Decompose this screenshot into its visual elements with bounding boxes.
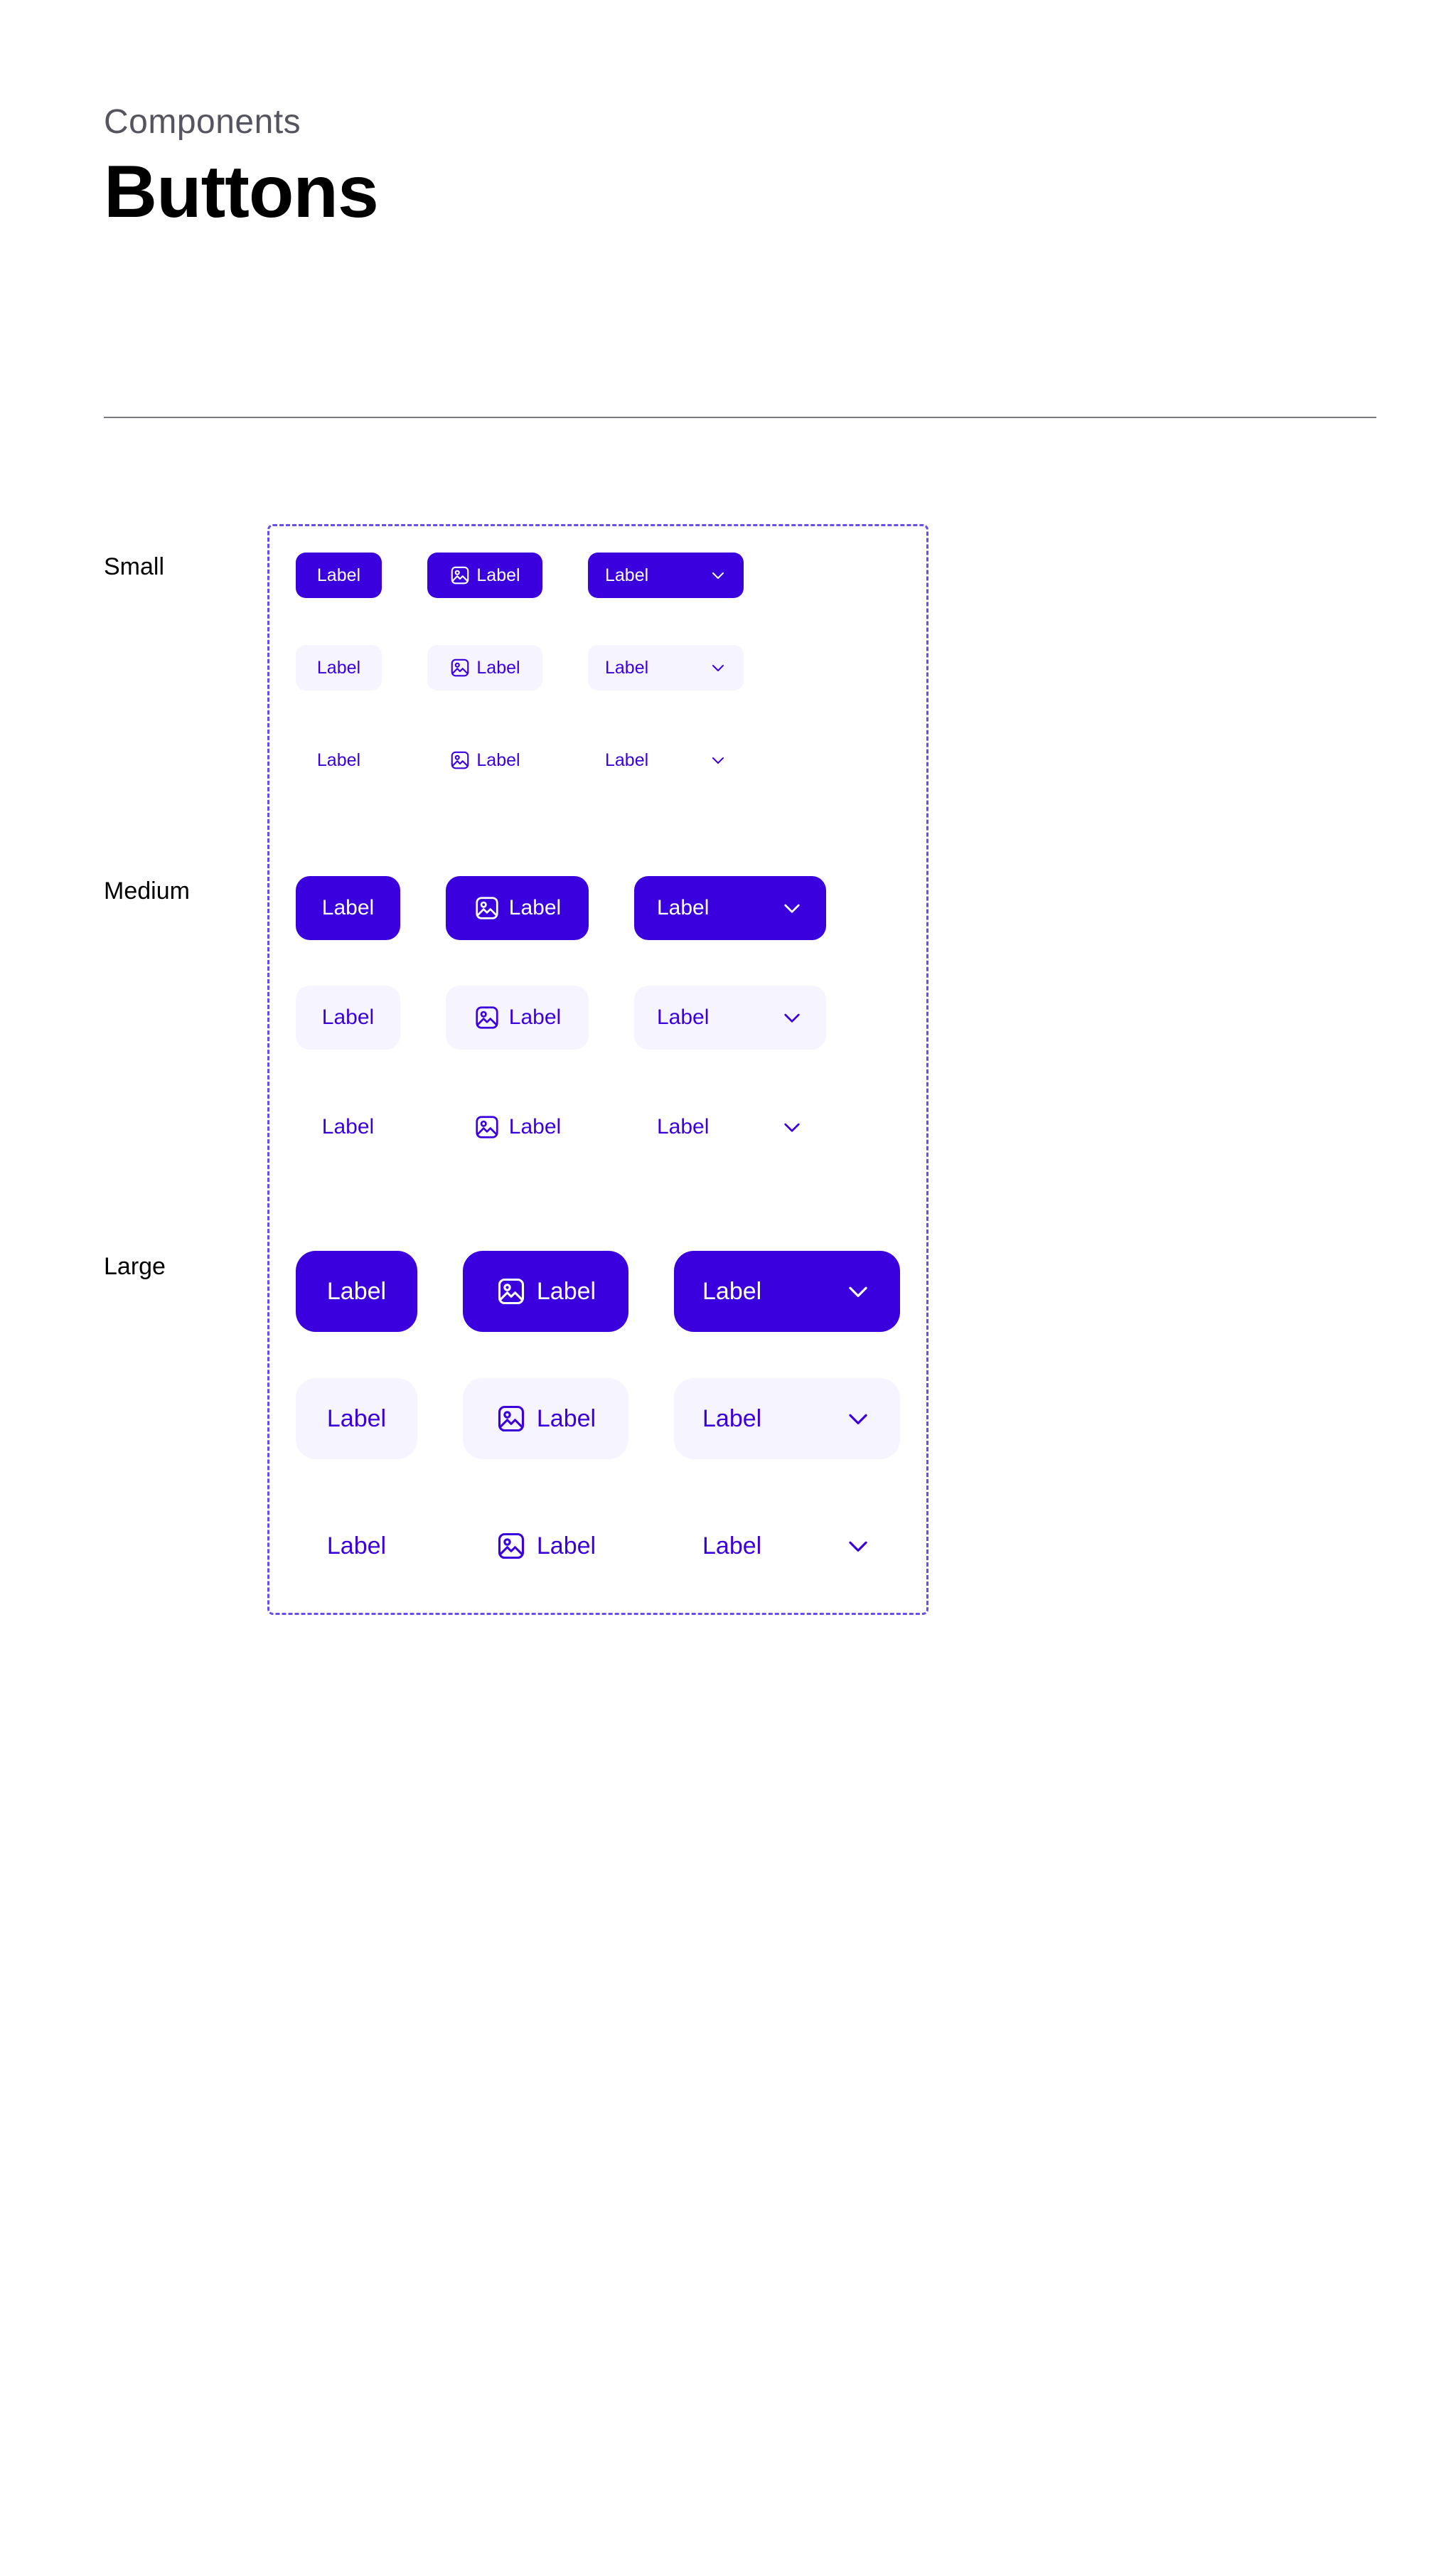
button-label: Label	[605, 565, 649, 585]
button-label: Label	[657, 1115, 710, 1138]
page-eyebrow: Components	[104, 103, 301, 141]
medium-ghost-icon-button[interactable]: Label	[446, 1095, 589, 1159]
button-label: Label	[476, 657, 520, 678]
small-ghost-dropdown-button[interactable]: Label	[588, 737, 744, 783]
small-ghost-icon-button[interactable]: Label	[427, 737, 542, 783]
small-tonal-button[interactable]: Label	[296, 645, 382, 690]
button-label: Label	[321, 896, 375, 919]
image-icon	[496, 1403, 527, 1434]
button-label: Label	[321, 1115, 375, 1138]
button-variants-frame	[267, 524, 928, 1615]
size-label-small: Small	[104, 553, 165, 580]
button-label: Label	[316, 750, 361, 770]
button-label: Label	[476, 565, 520, 585]
button-label: Label	[508, 1115, 562, 1138]
button-label: Label	[702, 1404, 762, 1432]
button-label: Label	[702, 1532, 762, 1559]
chevron-down-icon	[710, 567, 727, 584]
large-tonal-icon-button[interactable]: Label	[463, 1378, 628, 1459]
button-label: Label	[508, 1006, 562, 1029]
button-label: Label	[605, 657, 649, 678]
button-label: Label	[702, 1277, 762, 1305]
button-label: Label	[657, 1006, 710, 1029]
size-label-medium: Medium	[104, 878, 190, 905]
chevron-down-icon	[781, 1116, 803, 1138]
small-tonal-icon-button[interactable]: Label	[427, 645, 542, 690]
large-tonal-dropdown-button[interactable]: Label	[674, 1378, 900, 1459]
medium-filled-icon-button[interactable]: Label	[446, 876, 589, 940]
medium-tonal-dropdown-button[interactable]: Label	[634, 986, 826, 1050]
image-icon	[473, 1114, 500, 1141]
image-icon	[449, 750, 471, 771]
chevron-down-icon	[710, 659, 727, 676]
small-filled-button[interactable]: Label	[296, 553, 382, 598]
button-label: Label	[605, 750, 649, 770]
page-title: Buttons	[104, 151, 379, 233]
medium-ghost-dropdown-button[interactable]: Label	[634, 1095, 826, 1159]
chevron-down-icon	[710, 752, 727, 769]
image-icon	[496, 1530, 527, 1562]
medium-filled-button[interactable]: Label	[296, 876, 400, 940]
large-ghost-dropdown-button[interactable]: Label	[674, 1505, 900, 1586]
chevron-down-icon	[781, 897, 803, 919]
image-icon	[473, 1004, 500, 1031]
button-label: Label	[316, 565, 361, 585]
chevron-down-icon	[845, 1278, 872, 1305]
button-label: Label	[536, 1404, 596, 1432]
size-label-large: Large	[104, 1253, 166, 1280]
image-icon	[496, 1276, 527, 1307]
small-ghost-button[interactable]: Label	[296, 737, 382, 783]
button-label: Label	[476, 750, 520, 770]
medium-ghost-button[interactable]: Label	[296, 1095, 400, 1159]
large-filled-icon-button[interactable]: Label	[463, 1251, 628, 1332]
button-label: Label	[326, 1532, 387, 1559]
large-ghost-icon-button[interactable]: Label	[463, 1505, 628, 1586]
button-label: Label	[326, 1404, 387, 1432]
button-label: Label	[536, 1277, 596, 1305]
chevron-down-icon	[781, 1006, 803, 1029]
image-icon	[473, 895, 500, 922]
chevron-down-icon	[845, 1532, 872, 1559]
button-label: Label	[536, 1532, 596, 1559]
large-ghost-button[interactable]: Label	[296, 1505, 417, 1586]
button-label: Label	[321, 1006, 375, 1029]
large-filled-dropdown-button[interactable]: Label	[674, 1251, 900, 1332]
small-filled-icon-button[interactable]: Label	[427, 553, 542, 598]
button-label: Label	[326, 1277, 387, 1305]
button-label: Label	[508, 896, 562, 919]
large-filled-button[interactable]: Label	[296, 1251, 417, 1332]
chevron-down-icon	[845, 1405, 872, 1432]
medium-tonal-button[interactable]: Label	[296, 986, 400, 1050]
header-divider	[104, 417, 1376, 418]
image-icon	[449, 657, 471, 678]
button-label: Label	[316, 657, 361, 678]
small-tonal-dropdown-button[interactable]: Label	[588, 645, 744, 690]
image-icon	[449, 565, 471, 586]
button-label: Label	[657, 896, 710, 919]
large-tonal-button[interactable]: Label	[296, 1378, 417, 1459]
medium-filled-dropdown-button[interactable]: Label	[634, 876, 826, 940]
small-filled-dropdown-button[interactable]: Label	[588, 553, 744, 598]
medium-tonal-icon-button[interactable]: Label	[446, 986, 589, 1050]
